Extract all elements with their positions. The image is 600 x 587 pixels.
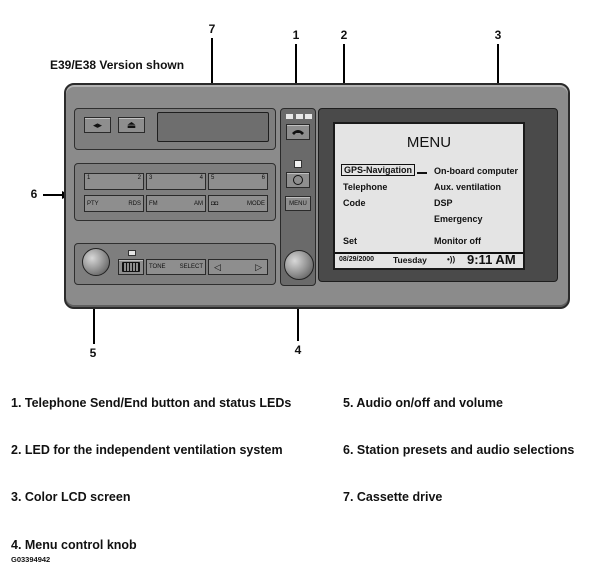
callout-4: 4 xyxy=(294,343,302,357)
fm-am-button[interactable]: FM AM xyxy=(146,195,206,212)
preset-button-1-2[interactable]: 1 2 xyxy=(84,173,144,190)
menu-item-aux-ventilation[interactable]: Aux. ventilation xyxy=(434,182,502,192)
preset-button-3-4[interactable]: 3 4 xyxy=(146,173,206,190)
telephone-status-leds xyxy=(286,114,312,119)
callout-6: 6 xyxy=(30,187,38,201)
legend-item-1: 1. Telephone Send/End button and status … xyxy=(11,396,292,410)
legend-item-7: 7. Cassette drive xyxy=(343,490,443,504)
telephone-send-end-button[interactable] xyxy=(286,124,310,140)
select-label: SELECT xyxy=(179,264,203,270)
clock-button[interactable] xyxy=(286,172,310,188)
tape-direction-button[interactable]: ◂▸ xyxy=(84,117,111,133)
legend-item-6: 6. Station presets and audio selections xyxy=(343,443,575,457)
legend-item-2: 2. LED for the independent ventilation s… xyxy=(11,443,283,457)
tone-select-button[interactable]: TONE SELECT xyxy=(146,259,206,275)
pty-label: PTY xyxy=(87,200,99,207)
volume-knob[interactable] xyxy=(82,248,110,276)
status-led xyxy=(295,114,303,119)
pty-rds-button[interactable]: PTY RDS xyxy=(84,195,144,212)
tone-label: TONE xyxy=(149,264,166,270)
legend-item-5: 5. Audio on/off and volume xyxy=(343,396,503,410)
preset-button-5-6[interactable]: 5 6 xyxy=(208,173,268,190)
signal-icon: •)) xyxy=(447,255,456,264)
cassette-icon xyxy=(122,262,140,272)
preset-label: 4 xyxy=(199,175,203,181)
menu-title: MENU xyxy=(406,134,452,151)
menu-item-set[interactable]: Set xyxy=(343,236,358,246)
status-time: 9:11 AM xyxy=(467,252,516,267)
presets-panel xyxy=(74,163,276,221)
cassette-icon-button[interactable] xyxy=(118,259,144,275)
version-note: E39/E38 Version shown xyxy=(50,58,185,72)
mode-label: MODE xyxy=(247,200,265,207)
status-bar-divider xyxy=(335,252,523,254)
menu-item-code[interactable]: Code xyxy=(343,198,366,208)
preset-label: 5 xyxy=(211,175,215,181)
menu-item-gps-navigation[interactable]: GPS-Navigation xyxy=(341,164,416,176)
callout-3: 3 xyxy=(494,28,502,42)
seek-button[interactable]: ◁ ▷ xyxy=(208,259,268,275)
menu-item-dsp[interactable]: DSP xyxy=(434,198,453,208)
status-led xyxy=(128,250,136,256)
fm-label: FM xyxy=(149,200,158,207)
legend-item-4: 4. Menu control knob xyxy=(11,538,137,552)
dolby-mode-button[interactable]: ◘◘ MODE xyxy=(208,195,268,212)
status-led xyxy=(286,114,293,119)
am-label: AM xyxy=(194,200,203,207)
dolby-icon: ◘◘ xyxy=(211,200,219,207)
preset-label: 1 xyxy=(87,175,91,181)
menu-divider xyxy=(417,172,427,174)
color-lcd-screen: MENU GPS-Navigation Telephone Code Set O… xyxy=(333,122,525,270)
callout-7: 7 xyxy=(208,22,216,36)
eject-button[interactable]: ⏏ xyxy=(118,117,145,133)
preset-label: 6 xyxy=(261,175,265,181)
menu-control-knob[interactable] xyxy=(284,250,314,280)
menu-item-on-board-computer[interactable]: On-board computer xyxy=(434,166,519,176)
callout-2: 2 xyxy=(340,28,348,42)
menu-button[interactable]: MENU xyxy=(285,196,311,211)
telephone-icon xyxy=(292,130,304,135)
seek-left-icon: ◁ xyxy=(214,261,221,272)
clock-icon xyxy=(293,175,303,185)
menu-item-telephone[interactable]: Telephone xyxy=(343,182,388,192)
status-led xyxy=(305,114,312,119)
figure-code: G03394942 xyxy=(11,555,51,564)
status-date: 08/29/2000 xyxy=(339,256,375,263)
seek-right-icon: ▷ xyxy=(255,261,262,272)
menu-item-emergency[interactable]: Emergency xyxy=(434,214,483,224)
rds-label: RDS xyxy=(128,200,141,207)
callout-1: 1 xyxy=(292,28,300,42)
cassette-drive-slot[interactable] xyxy=(157,112,269,142)
menu-item-monitor-off[interactable]: Monitor off xyxy=(434,236,481,246)
legend-item-3: 3. Color LCD screen xyxy=(11,490,131,504)
ventilation-led xyxy=(294,160,302,168)
preset-label: 3 xyxy=(149,175,153,181)
status-day: Tuesday xyxy=(393,255,427,265)
preset-label: 2 xyxy=(137,175,141,181)
callout-5: 5 xyxy=(89,346,97,360)
